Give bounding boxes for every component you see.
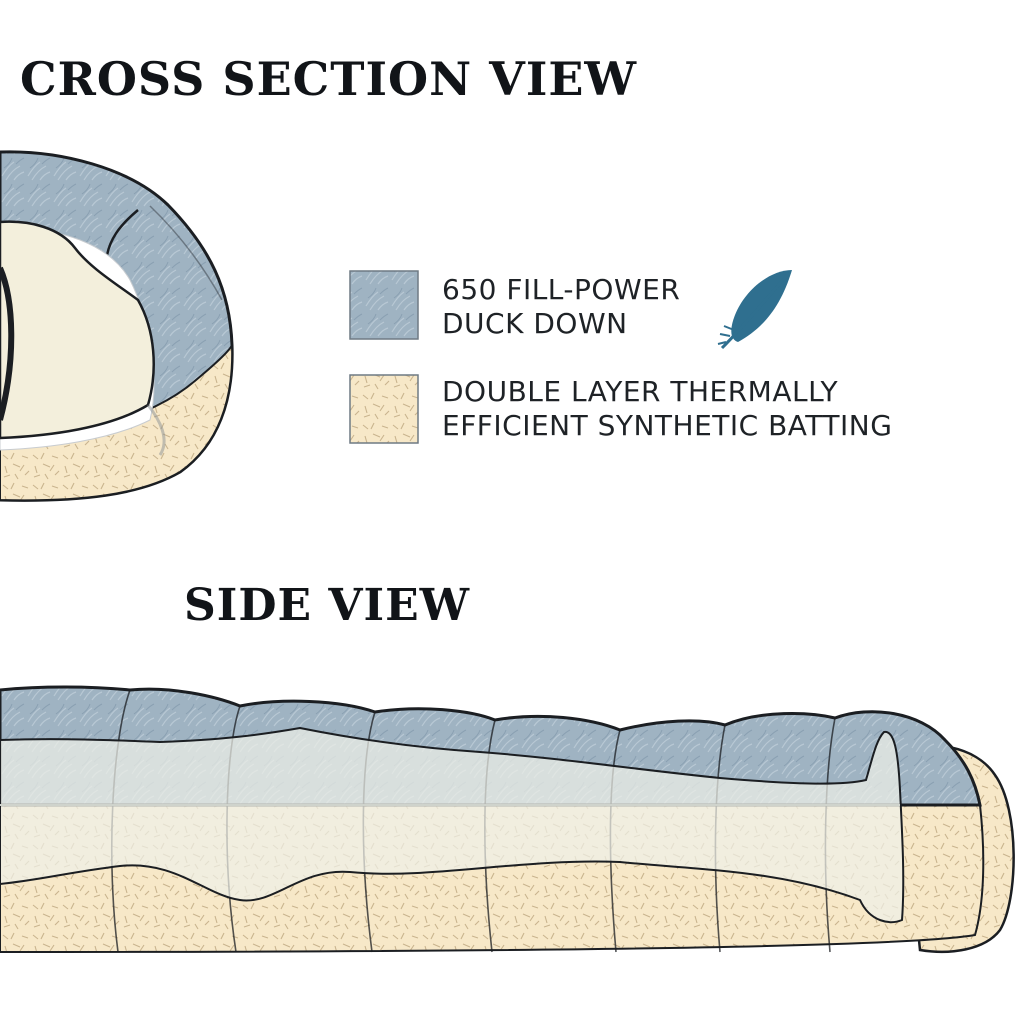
legend-synthetic-label: DOUBLE LAYER THERMALLY EFFICIENT SYNTHET… [442,375,892,443]
legend-down-swatch [349,270,419,340]
legend-down-label: 650 FILL-POWER DUCK DOWN [442,273,680,341]
legend-synthetic-swatch [349,374,419,444]
cross-section-title: CROSS SECTION VIEW [20,52,638,106]
cross-section-diagram [0,150,234,502]
cross-section-liner [0,220,155,440]
legend-down-line-2: DUCK DOWN [442,307,628,340]
side-view-diagram [0,685,1015,954]
feather-icon [717,270,792,350]
side-view-title: SIDE VIEW [184,580,471,631]
legend-synthetic-line-2: EFFICIENT SYNTHETIC BATTING [442,409,893,442]
legend-synthetic-line-1: DOUBLE LAYER THERMALLY [442,375,839,408]
side-view-liner [0,726,905,924]
legend-down-line-1: 650 FILL-POWER [442,273,681,306]
